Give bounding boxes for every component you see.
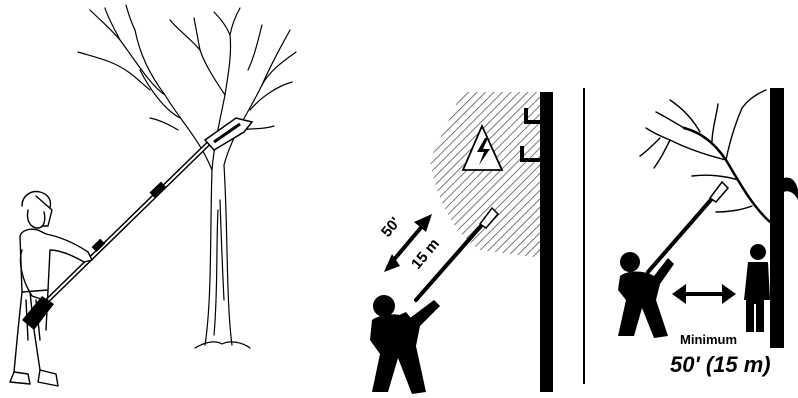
tree-trunk [770, 88, 784, 348]
operator-silhouette [370, 295, 440, 394]
minimum-distance-label: 50' (15 m) [670, 352, 771, 377]
minimum-label: Minimum [680, 332, 737, 347]
middle-panel: 50' 15 m [370, 92, 553, 394]
operator-figure [10, 192, 92, 386]
distance-feet-label: 50' [378, 214, 404, 240]
bystander-silhouette [744, 244, 770, 332]
tree-limb [640, 90, 770, 222]
utility-pole [540, 92, 553, 392]
tree-illustration [78, 5, 296, 348]
distance-meters-label: 15 m [408, 235, 443, 272]
left-panel [10, 5, 296, 386]
separation-arrow [672, 284, 736, 304]
right-panel: Minimum 50' (15 m) [618, 88, 798, 377]
operator-silhouette-right [618, 252, 674, 338]
